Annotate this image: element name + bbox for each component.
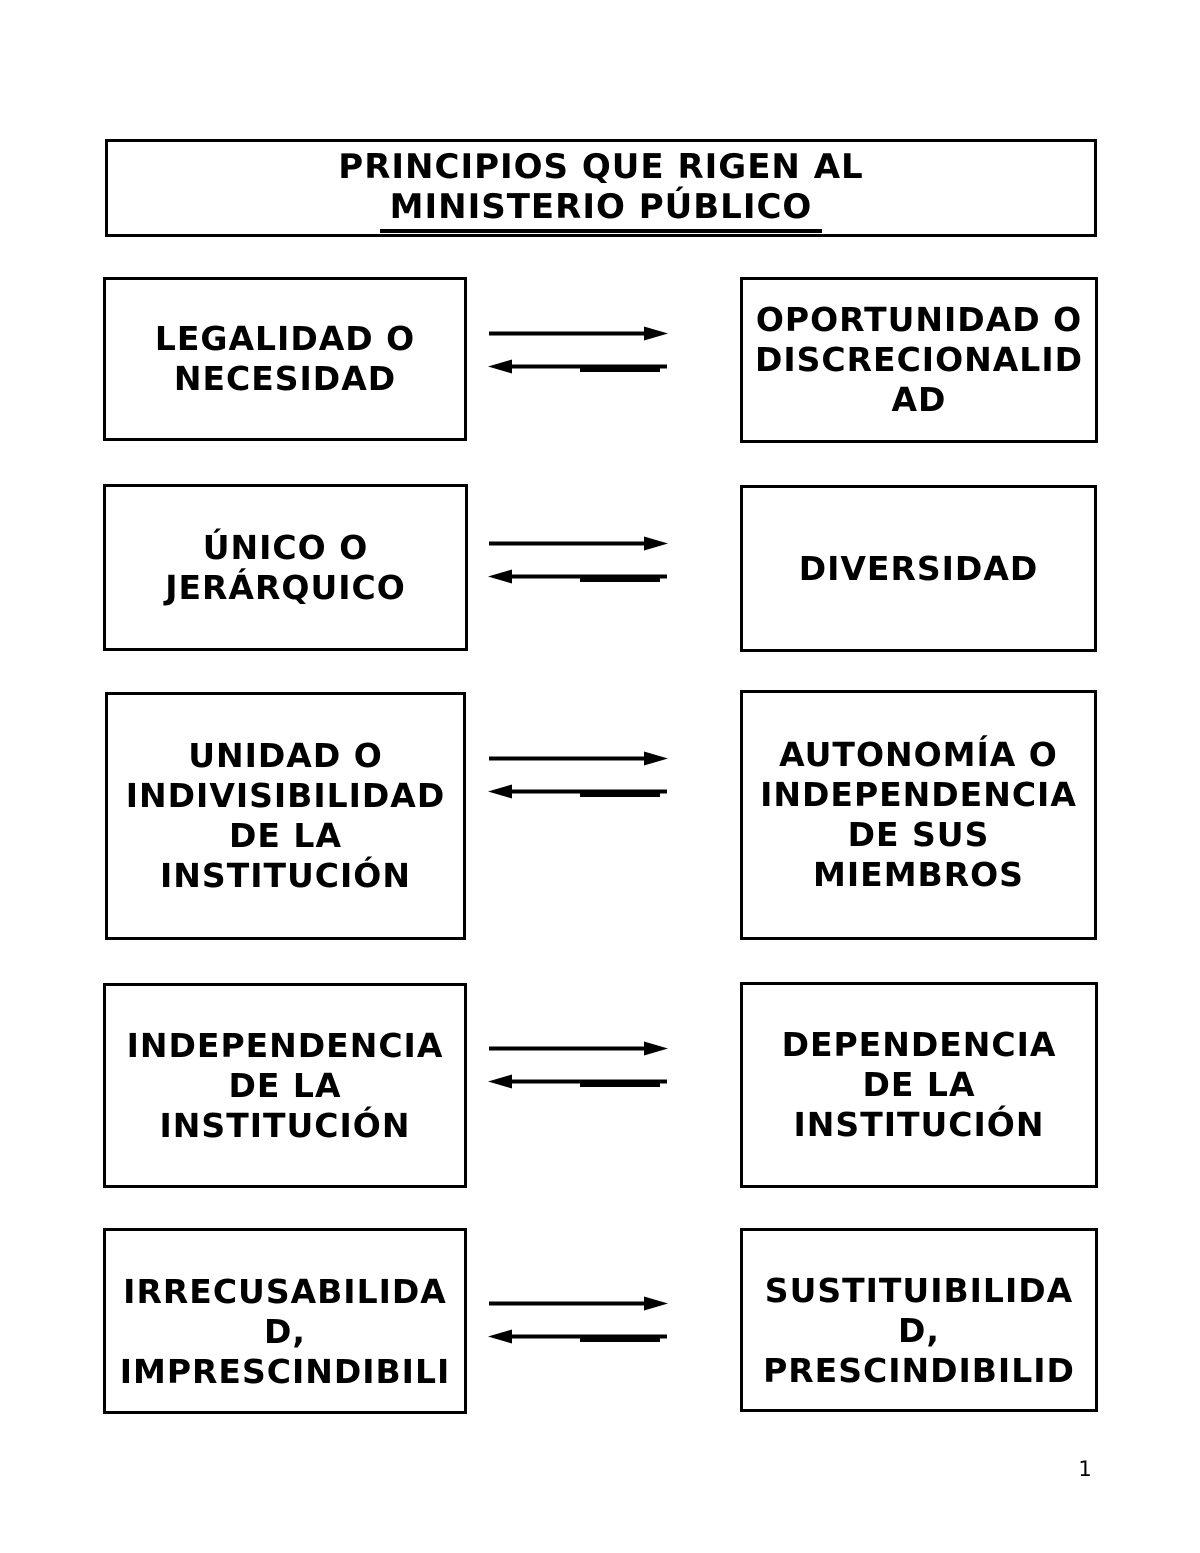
box-oportunidad-discrecionalidad: OPORTUNIDAD O DISCRECIONALID AD: [740, 277, 1098, 443]
title-box: PRINCIPIOS QUE RIGEN AL MINISTERIO PÚBLI…: [105, 139, 1097, 237]
arrow-left-icon: [488, 359, 667, 374]
arrow-left-icon: [488, 1329, 667, 1344]
arrow-right-icon: [489, 326, 668, 341]
bidirectional-arrows: [488, 1296, 668, 1344]
title-line-2: MINISTERIO PÚBLICO: [379, 187, 823, 233]
box-dependencia-institucion: DEPENDENCIA DE LA INSTITUCIÓN: [740, 982, 1098, 1188]
bidirectional-arrows: [488, 1041, 668, 1089]
page-number: 1: [1078, 1457, 1092, 1481]
title-line-1: PRINCIPIOS QUE RIGEN AL: [338, 147, 864, 187]
box-autonomia-independencia: AUTONOMÍA O INDEPENDENCIA DE SUS MIEMBRO…: [740, 690, 1097, 940]
box-legalidad-necesidad: LEGALIDAD O NECESIDAD: [103, 277, 467, 441]
box-unico-jerarquico: ÚNICO O JERÁRQUICO: [103, 484, 468, 651]
arrow-left-icon: [488, 1074, 667, 1089]
bidirectional-arrows: [488, 751, 668, 799]
box-independencia-institucion: INDEPENDENCIA DE LA INSTITUCIÓN: [103, 983, 467, 1188]
arrow-right-icon: [489, 536, 668, 551]
box-irrecusabilidad-imprescindibilidad: IRRECUSABILIDA D, IMPRESCINDIBILI: [103, 1228, 467, 1414]
arrow-right-icon: [489, 1296, 668, 1311]
arrow-right-icon: [489, 751, 668, 766]
box-diversidad: DIVERSIDAD: [740, 485, 1097, 652]
box-sustituibilidad-prescindibilidad: SUSTITUIBILIDA D, PRESCINDIBILID: [740, 1228, 1098, 1412]
arrow-left-icon: [488, 784, 667, 799]
box-unidad-indivisibilidad: UNIDAD O INDIVISIBILIDAD DE LA INSTITUCI…: [105, 692, 466, 940]
arrow-right-icon: [489, 1041, 668, 1056]
bidirectional-arrows: [488, 536, 668, 584]
arrow-left-icon: [488, 569, 667, 584]
bidirectional-arrows: [488, 326, 668, 374]
